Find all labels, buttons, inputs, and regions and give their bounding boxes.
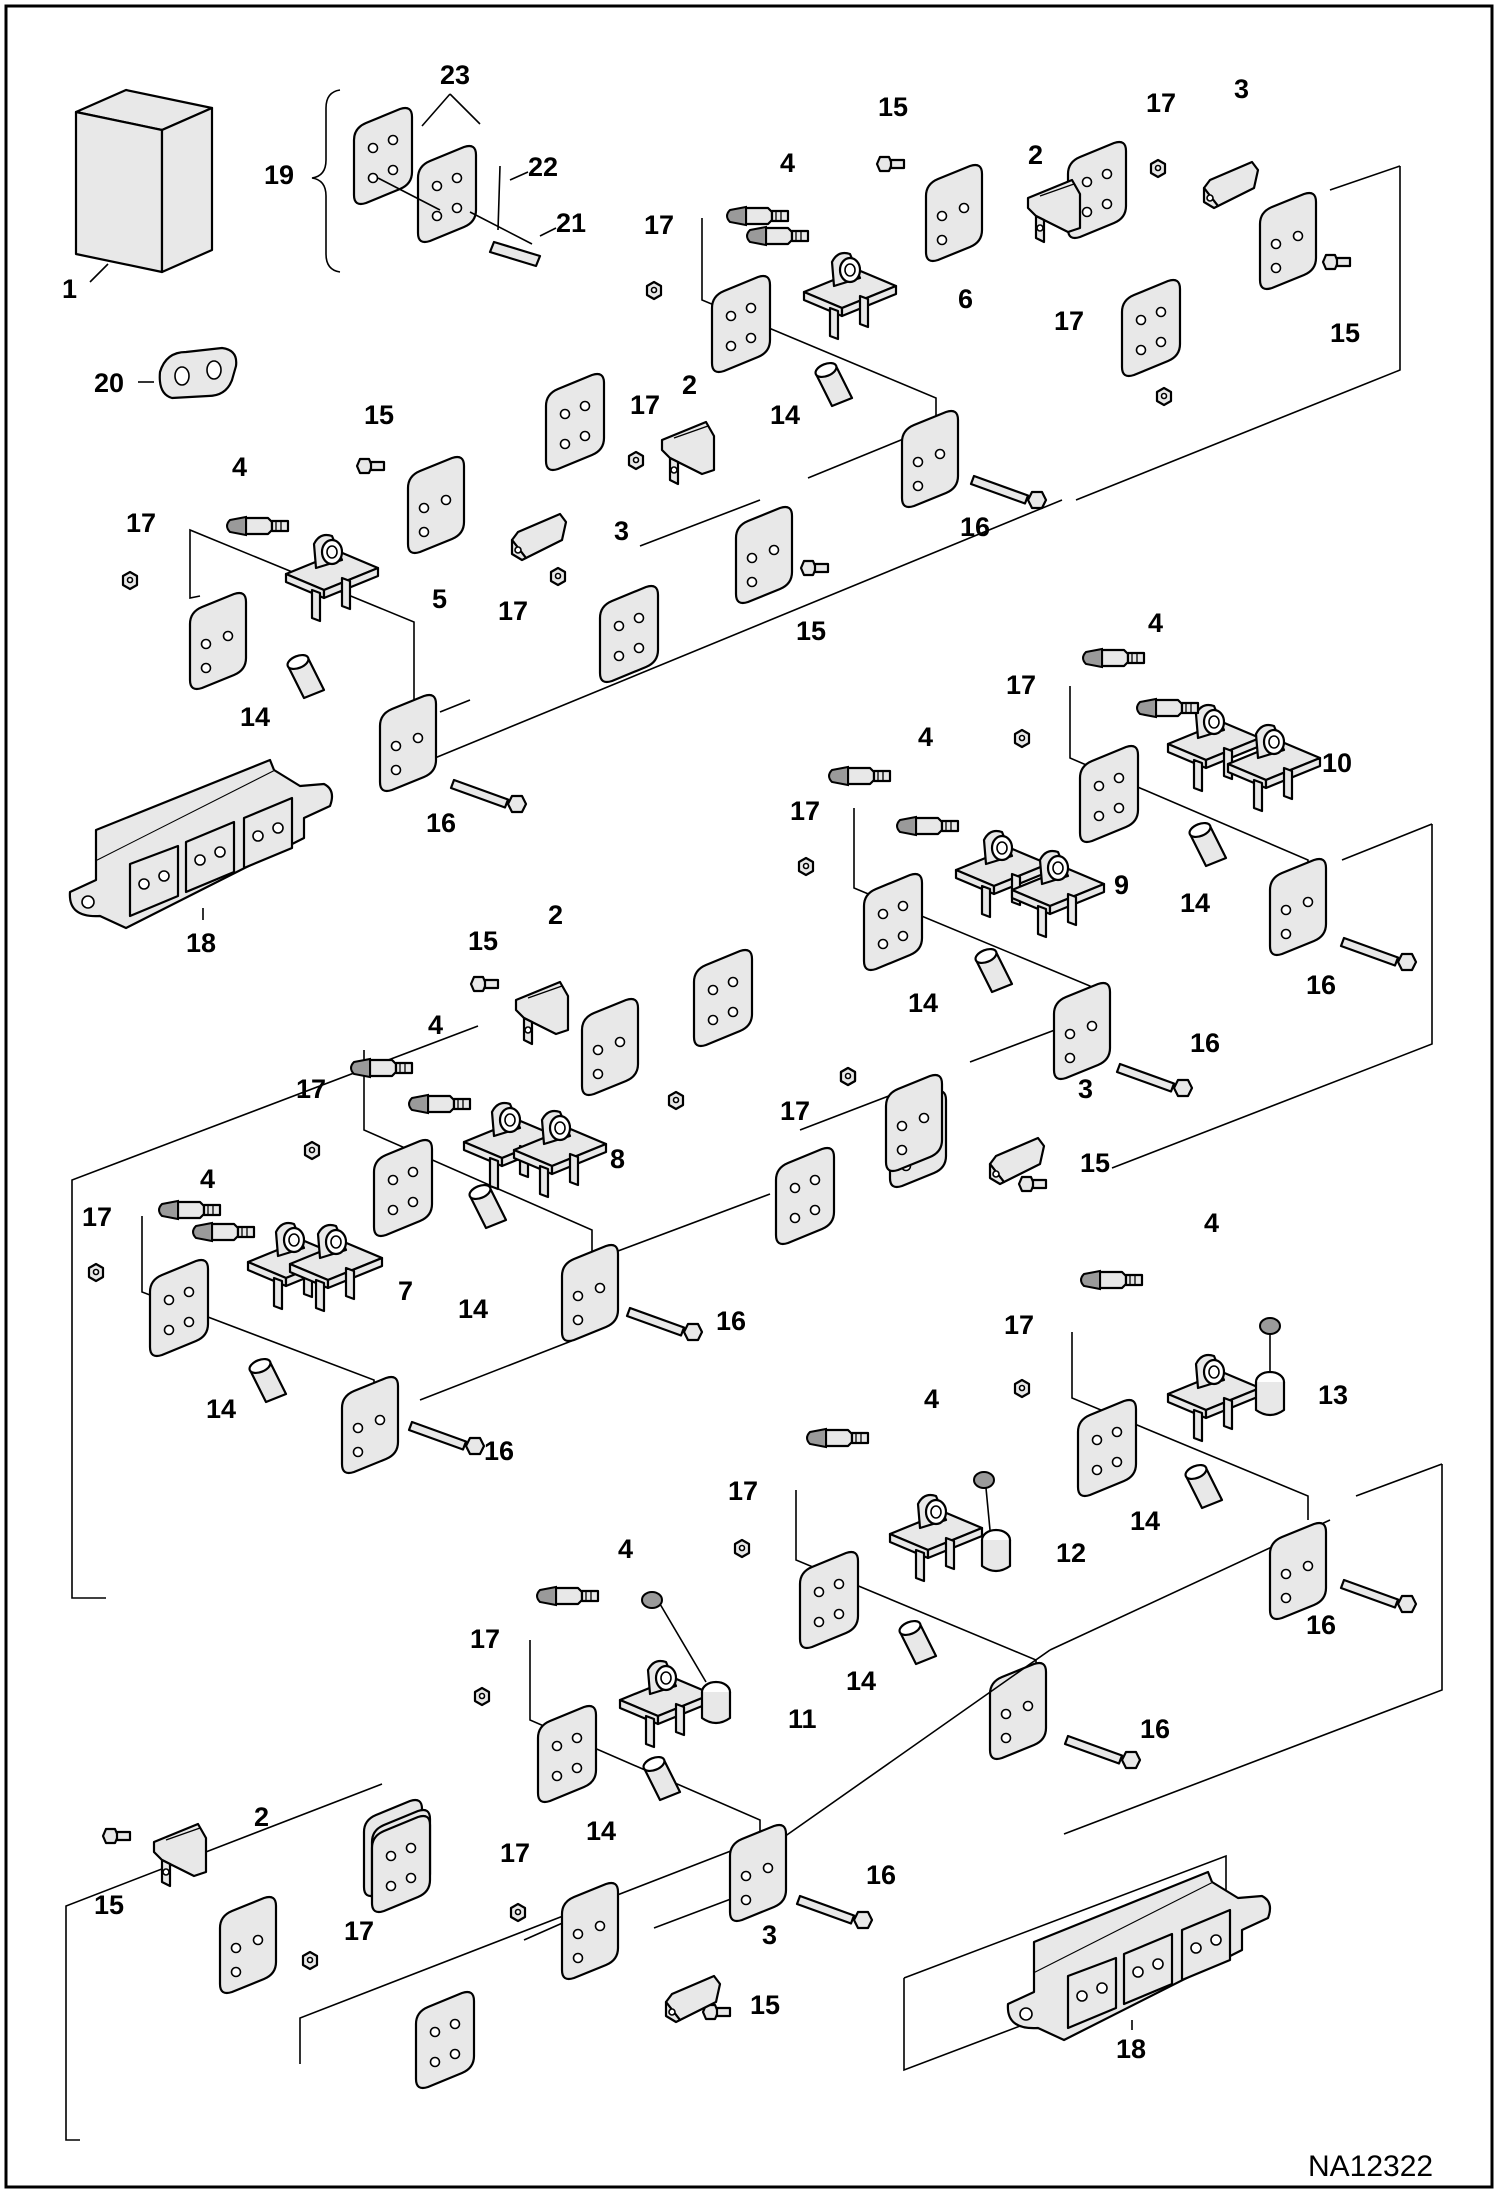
callout-4: 4 bbox=[428, 1010, 443, 1040]
callout-15: 15 bbox=[796, 616, 826, 646]
callout-21: 21 bbox=[556, 208, 586, 238]
callout-10: 10 bbox=[1322, 748, 1352, 778]
lower-left-section bbox=[65, 1585, 1051, 2141]
callout-16: 16 bbox=[1306, 970, 1336, 1000]
callout-4: 4 bbox=[924, 1384, 939, 1414]
callout-14: 14 bbox=[770, 400, 800, 430]
callout-17: 17 bbox=[1004, 1310, 1034, 1340]
callout-16: 16 bbox=[426, 808, 456, 838]
callout-11: 11 bbox=[788, 1704, 817, 1734]
callout-3: 3 bbox=[614, 516, 629, 546]
callout-17: 17 bbox=[470, 1624, 500, 1654]
callout-17: 17 bbox=[644, 210, 674, 240]
callout-4: 4 bbox=[200, 1164, 215, 1194]
callout-17: 17 bbox=[1146, 88, 1176, 118]
callout-9: 9 bbox=[1114, 870, 1129, 900]
callout-12: 12 bbox=[1056, 1538, 1086, 1568]
callout-17: 17 bbox=[1006, 670, 1036, 700]
callout-22: 22 bbox=[528, 152, 558, 182]
lower-right-section bbox=[733, 1269, 1443, 1835]
callout-17: 17 bbox=[296, 1074, 326, 1104]
callout-16: 16 bbox=[1140, 1714, 1170, 1744]
chain-assembly-top bbox=[68, 758, 334, 930]
callout-14: 14 bbox=[908, 988, 938, 1018]
drawing-border bbox=[4, 4, 1494, 2189]
callout-17: 17 bbox=[630, 390, 660, 420]
callout-17: 17 bbox=[498, 596, 528, 626]
callout-3: 3 bbox=[762, 1920, 777, 1950]
callout-15: 15 bbox=[1330, 318, 1360, 348]
callout-14: 14 bbox=[1180, 888, 1210, 918]
callout-3: 3 bbox=[1078, 1074, 1093, 1104]
callout-14: 14 bbox=[846, 1666, 876, 1696]
callout-15: 15 bbox=[878, 92, 908, 122]
box-kit-part bbox=[74, 88, 214, 283]
callout-8: 8 bbox=[610, 1144, 625, 1174]
callout-14: 14 bbox=[458, 1294, 488, 1324]
callout-15: 15 bbox=[468, 926, 498, 956]
callout-15: 15 bbox=[1080, 1148, 1110, 1178]
connecting-link-part bbox=[138, 346, 238, 400]
callout-4: 4 bbox=[1148, 608, 1163, 638]
callout-14: 14 bbox=[240, 702, 270, 732]
callout-17: 17 bbox=[728, 1476, 758, 1506]
callout-14: 14 bbox=[586, 1816, 616, 1846]
middle-right-section bbox=[774, 647, 1433, 1246]
callout-14: 14 bbox=[1130, 1506, 1160, 1536]
callout-1: 1 bbox=[62, 274, 77, 304]
callout-13: 13 bbox=[1318, 1380, 1348, 1410]
callout-16: 16 bbox=[1190, 1028, 1220, 1058]
callout-17: 17 bbox=[126, 508, 156, 538]
callout-4: 4 bbox=[918, 722, 933, 752]
callout-16: 16 bbox=[866, 1860, 896, 1890]
callout-17: 17 bbox=[344, 1916, 374, 1946]
callout-4: 4 bbox=[1204, 1208, 1219, 1238]
drawing-code: NA12322 bbox=[1308, 2150, 1433, 2183]
master-link-kit bbox=[311, 89, 557, 273]
callout-17: 17 bbox=[500, 1838, 530, 1868]
callout-2: 2 bbox=[254, 1802, 269, 1832]
callout-18: 18 bbox=[186, 928, 216, 958]
callout-4: 4 bbox=[618, 1534, 633, 1564]
middle-center-parts bbox=[839, 1066, 944, 1173]
callout-17: 17 bbox=[790, 796, 820, 826]
callout-2: 2 bbox=[682, 370, 697, 400]
callout-6: 6 bbox=[958, 284, 973, 314]
callout-2: 2 bbox=[1028, 140, 1043, 170]
callout-5: 5 bbox=[432, 584, 447, 614]
callout-16: 16 bbox=[484, 1436, 514, 1466]
callout-17: 17 bbox=[1054, 306, 1084, 336]
callout-2: 2 bbox=[548, 900, 563, 930]
callout-15: 15 bbox=[750, 1990, 780, 2020]
callout-17: 17 bbox=[780, 1096, 810, 1126]
callout-23: 23 bbox=[440, 60, 470, 90]
callout-17: 17 bbox=[82, 1202, 112, 1232]
callout-16: 16 bbox=[716, 1306, 746, 1336]
callout-7: 7 bbox=[398, 1276, 413, 1306]
callout-18: 18 bbox=[1116, 2034, 1146, 2064]
callout-19: 19 bbox=[264, 160, 294, 190]
top-chain-section bbox=[121, 140, 1401, 814]
callout-16: 16 bbox=[960, 512, 990, 542]
callout-3: 3 bbox=[1234, 74, 1249, 104]
callout-15: 15 bbox=[364, 400, 394, 430]
callout-16: 16 bbox=[1306, 1610, 1336, 1640]
callout-14: 14 bbox=[206, 1394, 236, 1424]
callout-15: 15 bbox=[94, 1890, 124, 1920]
callout-4: 4 bbox=[232, 452, 247, 482]
middle-left-section bbox=[71, 948, 771, 1599]
callout-20: 20 bbox=[94, 368, 124, 398]
callout-4: 4 bbox=[780, 148, 795, 178]
bottom-chain-frame bbox=[903, 1854, 1272, 2072]
